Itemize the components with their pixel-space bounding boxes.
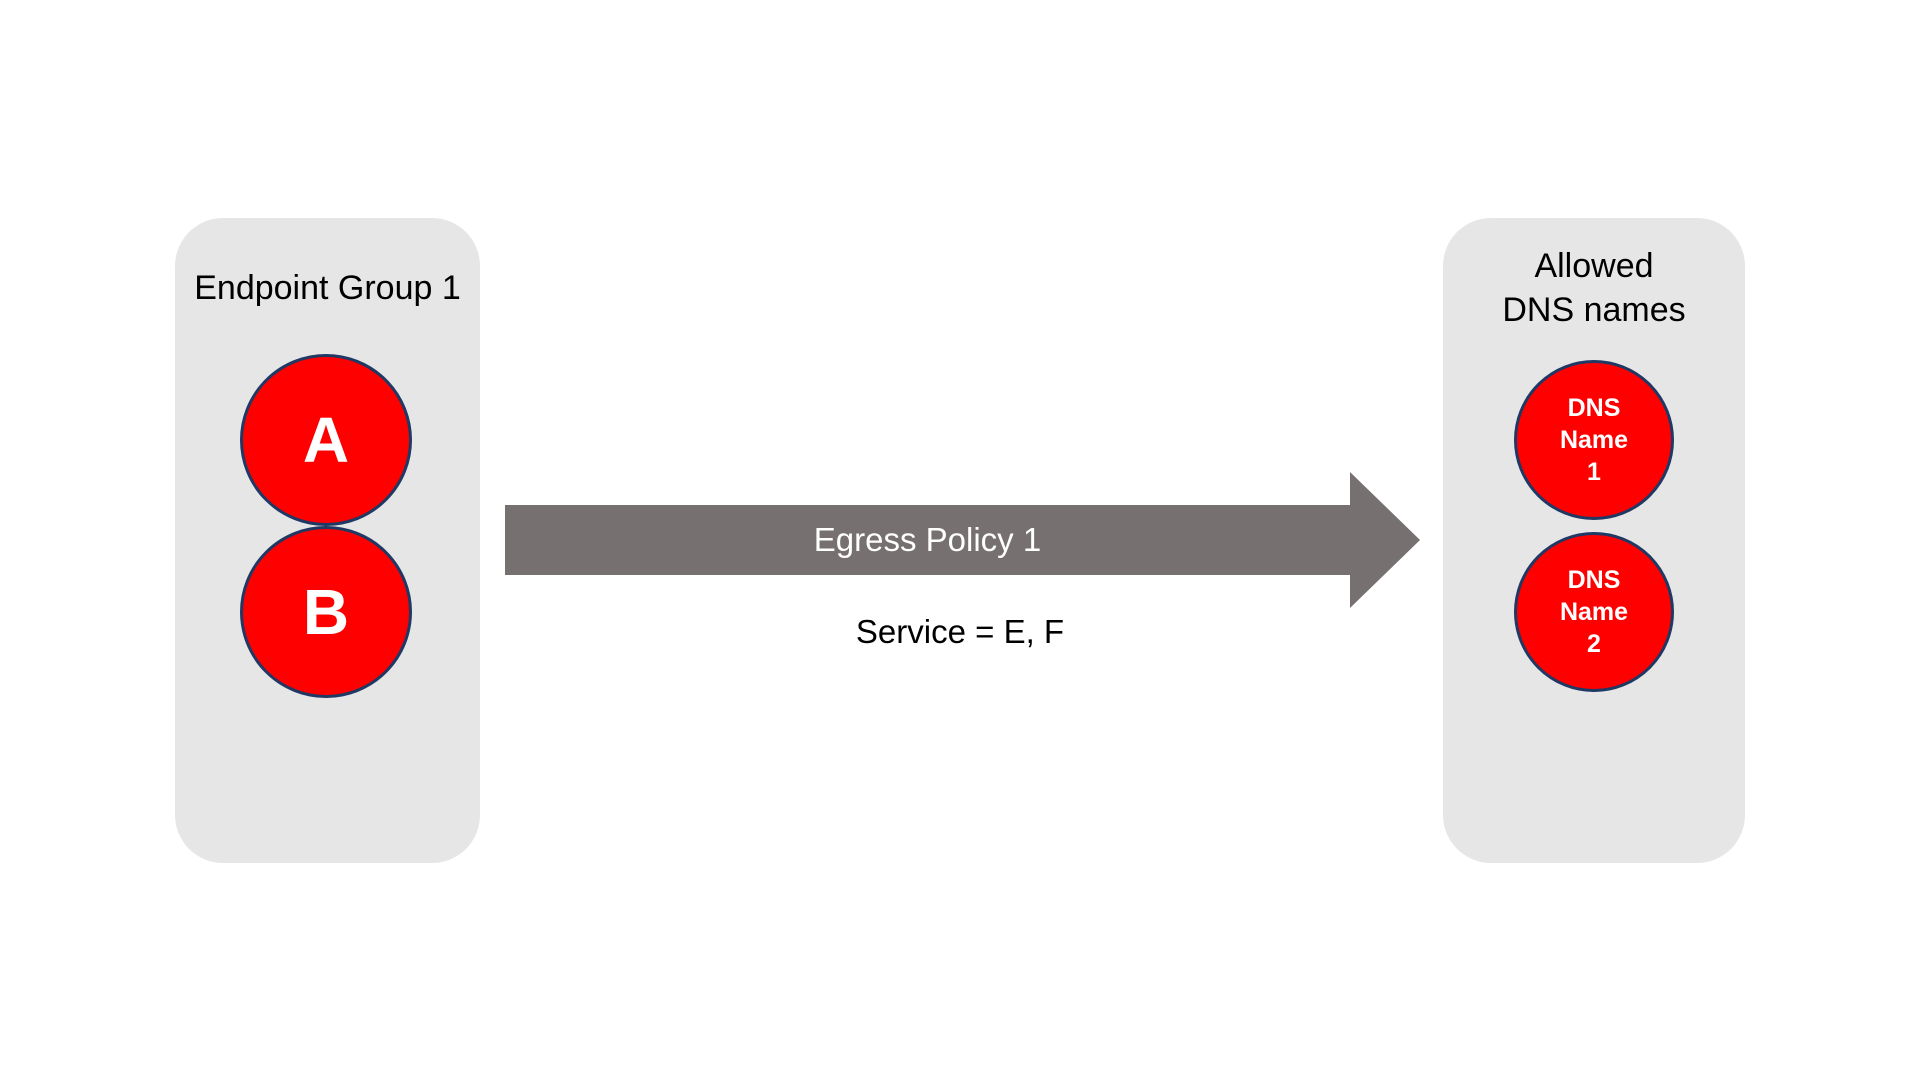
egress-policy-arrow — [505, 472, 1420, 608]
endpoint-node-b: B — [240, 526, 412, 698]
egress-policy-arrow-label: Egress Policy 1 — [813, 521, 1042, 558]
endpoint-group-title: Endpoint Group 1 — [194, 269, 461, 307]
dns-name-node-1-label: DNS Name 1 — [1559, 394, 1629, 486]
allowed-dns-names-title: Allowed DNS names — [1502, 247, 1686, 329]
endpoint-group-panel: Endpoint Group 1 A B — [175, 218, 480, 863]
endpoint-node-a-label: A — [302, 404, 350, 476]
dns-name-node-2-label: DNS Name 2 — [1559, 566, 1629, 658]
endpoint-node-b-label: B — [302, 576, 350, 648]
allowed-dns-names-panel: Allowed DNS names DNS Name 1 DNS Name 2 — [1443, 218, 1745, 863]
dns-name-node-2: DNS Name 2 — [1514, 532, 1674, 692]
dns-name-node-1: DNS Name 1 — [1514, 360, 1674, 520]
service-label: Service = E, F — [855, 613, 1065, 650]
arrow-shape — [505, 472, 1420, 608]
endpoint-node-a: A — [240, 354, 412, 526]
